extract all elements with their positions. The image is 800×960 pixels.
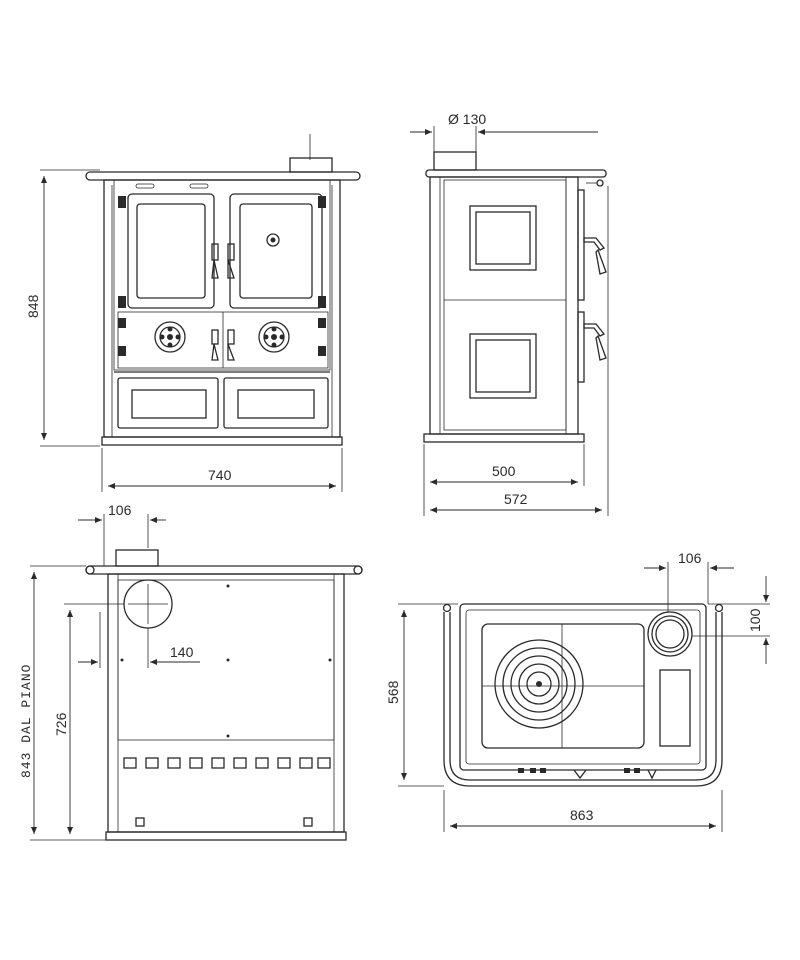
air-vent-left: [154, 321, 186, 353]
oven-door-right: [229, 193, 323, 309]
top-width-label: 863: [570, 807, 594, 823]
flue-diameter-label: Ø 130: [448, 111, 486, 127]
front-width-label: 740: [208, 467, 232, 483]
side-view: Ø 130 500 572: [410, 111, 609, 516]
rear-flue-outlet: [115, 549, 159, 567]
hob-rings: [494, 639, 584, 729]
flue-outlet: [289, 157, 333, 173]
rear-flue-offset-label: 106: [108, 502, 132, 518]
side-depth-total-label: 572: [504, 491, 528, 507]
thermometer-icon: [266, 233, 280, 247]
top-flue-circle: [647, 611, 693, 657]
drawer-right: [223, 377, 329, 429]
top-view: 106 100: [385, 550, 770, 832]
stove-body-side: [429, 176, 579, 435]
top-rail: [85, 171, 361, 181]
rear-height-flue-label: 726: [53, 712, 69, 736]
side-panel-upper: [469, 205, 537, 271]
rear-vent-row: [123, 757, 331, 769]
side-base: [423, 433, 585, 443]
drawer-left: [117, 377, 219, 429]
top-depth-label: 568: [385, 680, 401, 704]
side-depth-body-label: 500: [492, 463, 516, 479]
rear-base: [105, 831, 347, 841]
top-flue-offset-x-label: 106: [678, 550, 702, 566]
stove-body-rear: [107, 573, 345, 833]
rear-view: 106: [19, 502, 363, 841]
flue-pipe: [433, 151, 477, 171]
front-height-label: 848: [25, 294, 41, 318]
front-controls: [518, 768, 657, 780]
rear-height-total-label: 843 DAL PIANO: [19, 664, 34, 778]
side-panel-lower: [469, 333, 537, 399]
oven-door-left: [127, 193, 215, 309]
air-vent-right: [258, 321, 290, 353]
stove-body-top: [459, 603, 707, 771]
top-side-panel: [659, 669, 691, 747]
top-flue-offset-y-label: 100: [747, 608, 763, 632]
stove-base: [101, 436, 343, 446]
front-view: 848 740: [25, 134, 361, 492]
rear-flue-center-label: 140: [170, 644, 194, 660]
